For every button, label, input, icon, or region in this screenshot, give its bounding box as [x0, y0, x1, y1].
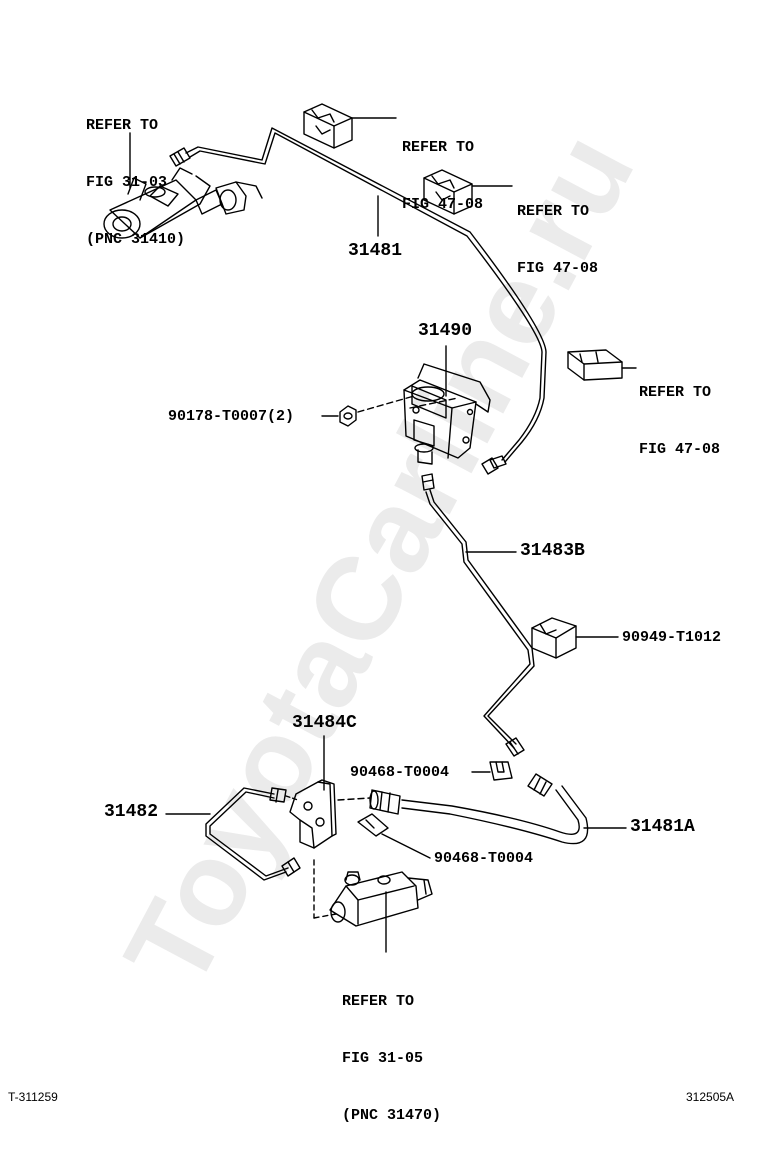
- dashed-nut-to-damper-2: [409, 397, 459, 409]
- label-31483B[interactable]: 31483B: [520, 541, 585, 561]
- refer-clamp-3-line-2: FIG 47-08: [639, 441, 721, 458]
- label-31482[interactable]: 31482: [104, 802, 159, 822]
- refer-master-line-2: FIG 31-03: [86, 174, 168, 191]
- label-90949[interactable]: 90949-T1012: [622, 629, 722, 646]
- label-31481[interactable]: 31481: [348, 241, 403, 261]
- leader-clip-bottom: [381, 833, 431, 859]
- refer-release-line-3: (PNC 31470): [342, 1107, 442, 1124]
- refer-release-cylinder[interactable]: REFER TO FIG 31-05 (PNC 31470): [342, 954, 441, 1163]
- refer-clamp-2-line-1: REFER TO: [517, 203, 590, 220]
- refer-clamp-2-line-2: FIG 47-08: [517, 260, 599, 277]
- hose-31481A: [369, 773, 589, 845]
- refer-master-line-1: REFER TO: [86, 117, 159, 134]
- footer-right-code: 312505A: [686, 1090, 735, 1104]
- nut-90178-icon: [339, 405, 357, 427]
- tube-fitting-31482-top: [269, 787, 287, 803]
- clamp-icon-1: [303, 103, 353, 149]
- damper-31490: [403, 363, 491, 465]
- label-31481A[interactable]: 31481A: [630, 817, 695, 837]
- bracket-31484C: [289, 779, 337, 849]
- refer-clamp-3-line-1: REFER TO: [639, 384, 712, 401]
- dashed-hose-to-bracket: [337, 797, 371, 801]
- refer-release-line-1: REFER TO: [342, 993, 415, 1010]
- clip-90468-bottom-icon: [357, 813, 389, 837]
- tube-31483B: [425, 489, 535, 749]
- refer-clamp-1[interactable]: REFER TO FIG 47-08: [402, 100, 483, 252]
- tube-fitting-damper-bottom: [421, 473, 435, 491]
- dashed-nut-to-damper: [357, 395, 415, 413]
- refer-clamp-1-line-2: FIG 47-08: [402, 196, 484, 213]
- label-31484C[interactable]: 31484C: [292, 713, 357, 733]
- refer-master-line-3: (PNC 31410): [86, 231, 186, 248]
- refer-release-line-2: FIG 31-05: [342, 1050, 424, 1067]
- tube-fitting-31482-bottom: [281, 857, 301, 877]
- clamp-icon-2: [423, 169, 473, 215]
- label-31490[interactable]: 31490: [418, 321, 473, 341]
- tube-fitting-damper-right: [481, 455, 507, 475]
- clamp-icon-3: [567, 349, 623, 381]
- master-cylinder-icon: [103, 167, 263, 239]
- tube-31482: [205, 787, 289, 881]
- dashed-bracket-to-tube: [285, 795, 299, 801]
- label-90468-bottom[interactable]: 90468-T0004: [434, 850, 534, 867]
- clamp-clip-90949-icon: [531, 617, 577, 659]
- refer-clamp-3[interactable]: REFER TO FIG 47-08: [639, 345, 720, 497]
- parts-diagram: [103, 103, 637, 953]
- refer-clamp-1-line-1: REFER TO: [402, 139, 475, 156]
- tube-fitting-upper-left: [169, 147, 191, 167]
- refer-master-cylinder[interactable]: REFER TO FIG 31-03 (PNC 31410): [86, 78, 185, 287]
- label-90178[interactable]: 90178-T0007(2): [168, 408, 295, 425]
- dashed-cylinder-link: [313, 913, 337, 919]
- label-90468-top[interactable]: 90468-T0004: [350, 764, 450, 781]
- clip-90468-top-icon: [489, 761, 513, 781]
- tube-fitting-31483B-end: [505, 737, 525, 757]
- footer-left-code: T-311259: [8, 1090, 58, 1104]
- refer-clamp-2[interactable]: REFER TO FIG 47-08: [517, 164, 598, 316]
- tube-31481: [185, 127, 547, 463]
